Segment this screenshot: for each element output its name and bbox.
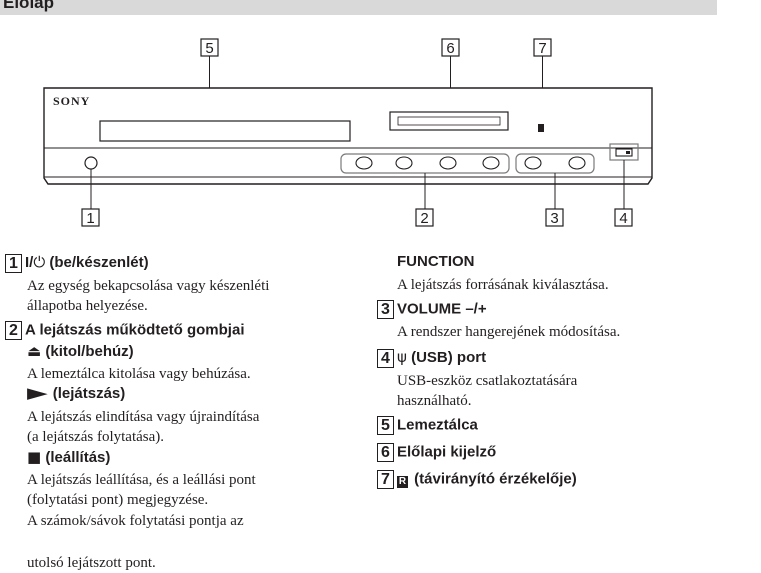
stop-icon: ■: [27, 448, 42, 466]
item-6-heading-text: Előlapi kijelző: [397, 443, 497, 461]
remote-sensor: [538, 124, 544, 132]
front-panel-diagram: 5 6 7 SONY: [43, 38, 653, 227]
item-1-desc-1: Az egység bekapcsolása vagy készenléti: [27, 278, 270, 294]
usb-port: [615, 148, 633, 157]
stop-label: (leállítás): [41, 449, 111, 466]
item-4-desc-2: használható.: [397, 393, 472, 409]
item-1-number: 1: [5, 253, 22, 273]
callout-3: 3: [545, 173, 564, 227]
callout-5-label: 5: [205, 40, 213, 57]
callout-1-label: 1: [86, 210, 94, 227]
eject-heading: ⏏ (kitol/behúz): [27, 342, 134, 360]
eject-icon: ⏏: [27, 342, 42, 360]
item-4-number: 4: [377, 348, 394, 368]
item-3-desc: A rendszer hangerejének módosítása.: [397, 324, 621, 340]
power-icon: ⏻: [33, 253, 46, 271]
stop-desc-4: utolsó lejátszott pont.: [27, 555, 156, 571]
stop-heading: ■ (leállítás): [27, 448, 110, 466]
play-heading: ▶ (lejátszás): [27, 384, 125, 402]
eject-desc: A lemeztálca kitolása vagy behúzása.: [27, 366, 251, 382]
disc-tray: [99, 120, 351, 142]
item-2-heading-text: A lejátszás működtető gombjai: [25, 321, 245, 339]
item-4-heading-text: (USB) port: [406, 349, 487, 366]
function-desc: A lejátszás forrásának kiválasztása.: [397, 277, 609, 293]
play-desc-1: A lejátszás elindítása vagy újraindítása: [27, 409, 260, 425]
item-5-heading-text: Lemeztálca: [397, 416, 478, 434]
callout-4-label: 4: [619, 210, 627, 227]
item-7-number: 7: [377, 470, 394, 489]
page-title: Előlap: [3, 0, 55, 12]
eject-label: (kitol/behúz): [41, 343, 134, 360]
callout-1: 1: [81, 169, 100, 227]
power-button: [84, 156, 98, 170]
item-3-heading-text: VOLUME –/+: [397, 300, 487, 318]
stop-desc-2: (folytatási pont) megjegyzése.: [27, 492, 209, 508]
usb-icon: ψ: [397, 348, 407, 366]
stop-desc-1: A lejátszás leállítása, és a leállási po…: [27, 472, 256, 488]
item-5-number: 5: [377, 416, 394, 435]
header-bar: Előlap: [0, 0, 717, 15]
play-icon: ▶: [27, 384, 48, 402]
brand-logo: SONY: [53, 94, 90, 108]
device-body: SONY: [43, 87, 653, 185]
callout-2: 2: [415, 173, 434, 227]
item-6-number: 6: [377, 443, 394, 462]
stop-desc-3: A számok/sávok folytatási pontja az: [27, 513, 244, 529]
item-4-desc-1: USB-eszköz csatlakoztatására: [397, 373, 578, 389]
power-label: (be/készenlét): [45, 254, 149, 271]
item-7-heading-text: (távirányító érzékelője): [410, 470, 577, 488]
item-3-number: 3: [377, 300, 394, 319]
item-2-number: 2: [5, 321, 22, 340]
callout-7-label: 7: [538, 40, 546, 57]
remote-sensor-icon: R: [397, 476, 408, 489]
item-1-desc-2: állapotba helyezése.: [27, 298, 148, 314]
power-label-prefix: I/: [25, 254, 34, 271]
callout-3-label: 3: [550, 210, 558, 227]
callout-6-label: 6: [446, 40, 454, 57]
play-desc-2: (a lejátszás folytatása).: [27, 429, 165, 445]
callout-2-label: 2: [420, 210, 428, 227]
play-label: (lejátszás): [48, 385, 126, 402]
callout-5: 5: [200, 38, 219, 105]
callout-4: 4: [614, 160, 633, 227]
function-heading: FUNCTION: [397, 253, 475, 270]
